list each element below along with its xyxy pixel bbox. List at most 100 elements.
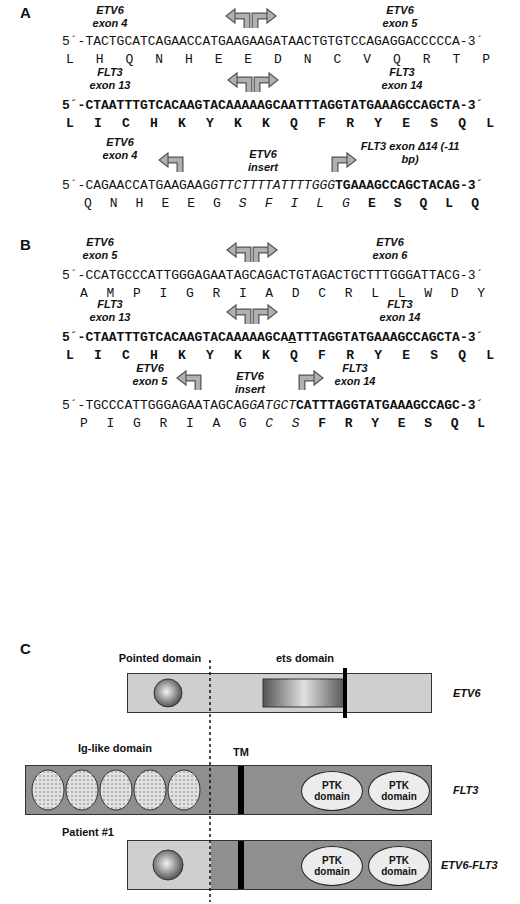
junction-arrow [302, 378, 314, 390]
amino-acid-row: A M P I G R I A D C R L L W D Y [80, 286, 485, 302]
nucleotide-sequence: 5´-CTAATTTGTCACAAGTACAAAAAGCAATTTAGGTATG… [62, 98, 483, 113]
junction-arrow [257, 80, 269, 92]
nucleotide-sequence: 5´-CCATGCCCATTGGGAGAATAGCAGACTGTAGACTGCT… [62, 268, 483, 283]
junction-arrow [237, 80, 249, 92]
arrow-head [314, 371, 323, 385]
ptk-domain: PTK domain [301, 846, 363, 886]
amino-acid-row: Q N H E E GS F I L GE S Q L Q [84, 196, 479, 212]
gene-exon-label: ETV6 exon 4 [95, 136, 145, 161]
arrow-head [268, 243, 277, 257]
junction-arrow [235, 16, 247, 28]
junction-arrow [236, 250, 248, 262]
gene-exon-label: FLT3 exon 14 [377, 66, 427, 91]
nucleotide-sequence: GATGCT [249, 398, 296, 413]
amino-acid-row: L I C H K Y K K Q F R Y E S Q L [66, 116, 494, 132]
sequence-row: 5´-CTAATTTGTCACAAGTACAAAAAGCAATTTAGGTATG… [62, 98, 483, 114]
amino-acid-text: L H Q N H E E D N C V Q R T P [66, 52, 490, 67]
panel-letter: B [20, 236, 31, 253]
amino-acid-row: L I C H K Y K K Q F R Y E S Q L [66, 348, 494, 364]
protein-bar: FLT3PTK domainPTK domain [25, 765, 432, 815]
nucleotide-sequence: A [288, 330, 296, 345]
nucleotide-sequence: 5´-CAGAACCATGAAGAAG [62, 178, 210, 193]
junction-arrow [255, 16, 267, 28]
sequence-row: 5´-TGCCCATTGGGAGAATAGCAGGATGCTCATTTAGGTA… [62, 398, 483, 414]
gene-exon-label: FLT3 exon Δ14 (-11 bp) [360, 140, 460, 165]
junction-arrow [255, 16, 267, 28]
domain-label: ets domain [276, 652, 334, 664]
nucleotide-sequence: 5´-TACTGCATCAGAACCATGAAGAAGATAACTGTGTCCA… [62, 34, 483, 49]
gene-exon-label: FLT3 exon 13 [85, 298, 135, 323]
amino-acid-text: A M P I G R I A D C R L L W D Y [80, 286, 485, 301]
junction-arrow [335, 160, 347, 172]
junction-arrow [237, 80, 249, 92]
protein-name: ETV6-FLT3 [441, 859, 498, 871]
amino-acid-text: F R Y E S Q L [318, 416, 485, 431]
junction-arrow [335, 160, 347, 172]
ptk-domain: PTK domain [368, 771, 430, 811]
breakpoint-dashed-line [209, 660, 211, 902]
ptk-domain: PTK domain [301, 771, 363, 811]
amino-acid-text: S F I L G [239, 196, 350, 211]
gene-exon-label: ETV6 exon 5 [375, 4, 425, 29]
amino-acid-row: P I G R I A GC SF R Y E S Q L [80, 416, 485, 432]
arrow-head [177, 371, 186, 385]
domain-name: PTK domain [308, 855, 356, 877]
gene-exon-label: FLT3 exon 14 [375, 298, 425, 323]
panel-letter: A [20, 4, 31, 21]
arrow-head [267, 9, 276, 23]
junction-arrow [256, 250, 268, 262]
sequence-row: 5´-CAGAACCATGAAGAAGGTTCTTTTATTTTGGGTGAAA… [62, 178, 483, 194]
junction-arrow [235, 16, 247, 28]
nucleotide-sequence: TTTAGGTATGAAAGCCAGCTA-3´ [296, 330, 483, 345]
arrow-head [228, 73, 237, 87]
domain-label: Ig-like domain [78, 742, 152, 754]
junction-arrow [302, 378, 314, 390]
arrow-head [226, 9, 235, 23]
junction-arrow [256, 250, 268, 262]
gene-exon-label: FLT3 exon 13 [85, 66, 135, 91]
protein-name: FLT3 [453, 784, 478, 796]
domain-name: PTK domain [375, 780, 423, 802]
sequence-row: 5´-TACTGCATCAGAACCATGAAGAAGATAACTGTGTCCA… [62, 34, 483, 50]
junction-arrow [168, 160, 180, 172]
junction-arrow [256, 312, 268, 324]
junction-arrow [256, 312, 268, 324]
gene-exon-label: ETV6 exon 5 [125, 362, 175, 387]
protein-name: ETV6 [453, 687, 481, 699]
amino-acid-text: C S [265, 416, 299, 431]
arrow-head [227, 243, 236, 257]
domain-name: PTK domain [308, 780, 356, 802]
junction-arrow [236, 312, 248, 324]
gene-exon-label: ETV6 exon 5 [75, 236, 125, 261]
junction-arrow [236, 312, 248, 324]
domain-label: Pointed domain [119, 652, 202, 664]
arrow-head [227, 305, 236, 319]
arrow-head [347, 153, 356, 167]
domain-label: Patient #1 [62, 826, 114, 838]
nucleotide-sequence: CATTTAGGTATGAAAGCCAGC-3´ [296, 398, 483, 413]
junction-arrow [186, 378, 198, 390]
amino-acid-text: P I G R I A G [80, 416, 247, 431]
amino-acid-text: Q N H E E G [84, 196, 221, 211]
gene-exon-label: ETV6 exon 4 [85, 4, 135, 29]
arrow-head [269, 73, 278, 87]
gene-exon-label: FLT3 exon 14 [330, 362, 380, 387]
arrow-head [268, 305, 277, 319]
domain-label: TM [233, 746, 249, 758]
protein-bar: ETV6 [127, 673, 432, 713]
gene-exon-label: ETV6 insert [225, 370, 275, 395]
nucleotide-sequence: GTTCTTTTATTTTGGG [210, 178, 335, 193]
nucleotide-sequence: 5´-TGCCCATTGGGAGAATAGCAG [62, 398, 249, 413]
nucleotide-sequence: TGAAAGCCAGCTACAG-3´ [335, 178, 483, 193]
sequence-row: 5´-CCATGCCCATTGGGAGAATAGCAGACTGTAGACTGCT… [62, 268, 483, 284]
arrow-head [159, 153, 168, 167]
panel-letter: C [20, 640, 31, 657]
junction-arrow [168, 160, 180, 172]
protein-bar: ETV6-FLT3PTK domainPTK domain [127, 840, 432, 890]
amino-acid-text: L I C H K Y K K Q F R Y E S Q L [66, 348, 494, 363]
gene-exon-label: ETV6 insert [238, 148, 288, 173]
amino-acid-text: E S Q L Q [368, 196, 479, 211]
ptk-domain: PTK domain [368, 846, 430, 886]
sequence-row: 5´-CTAATTTGTCACAAGTACAAAAAGCAATTTAGGTATG… [62, 330, 483, 346]
